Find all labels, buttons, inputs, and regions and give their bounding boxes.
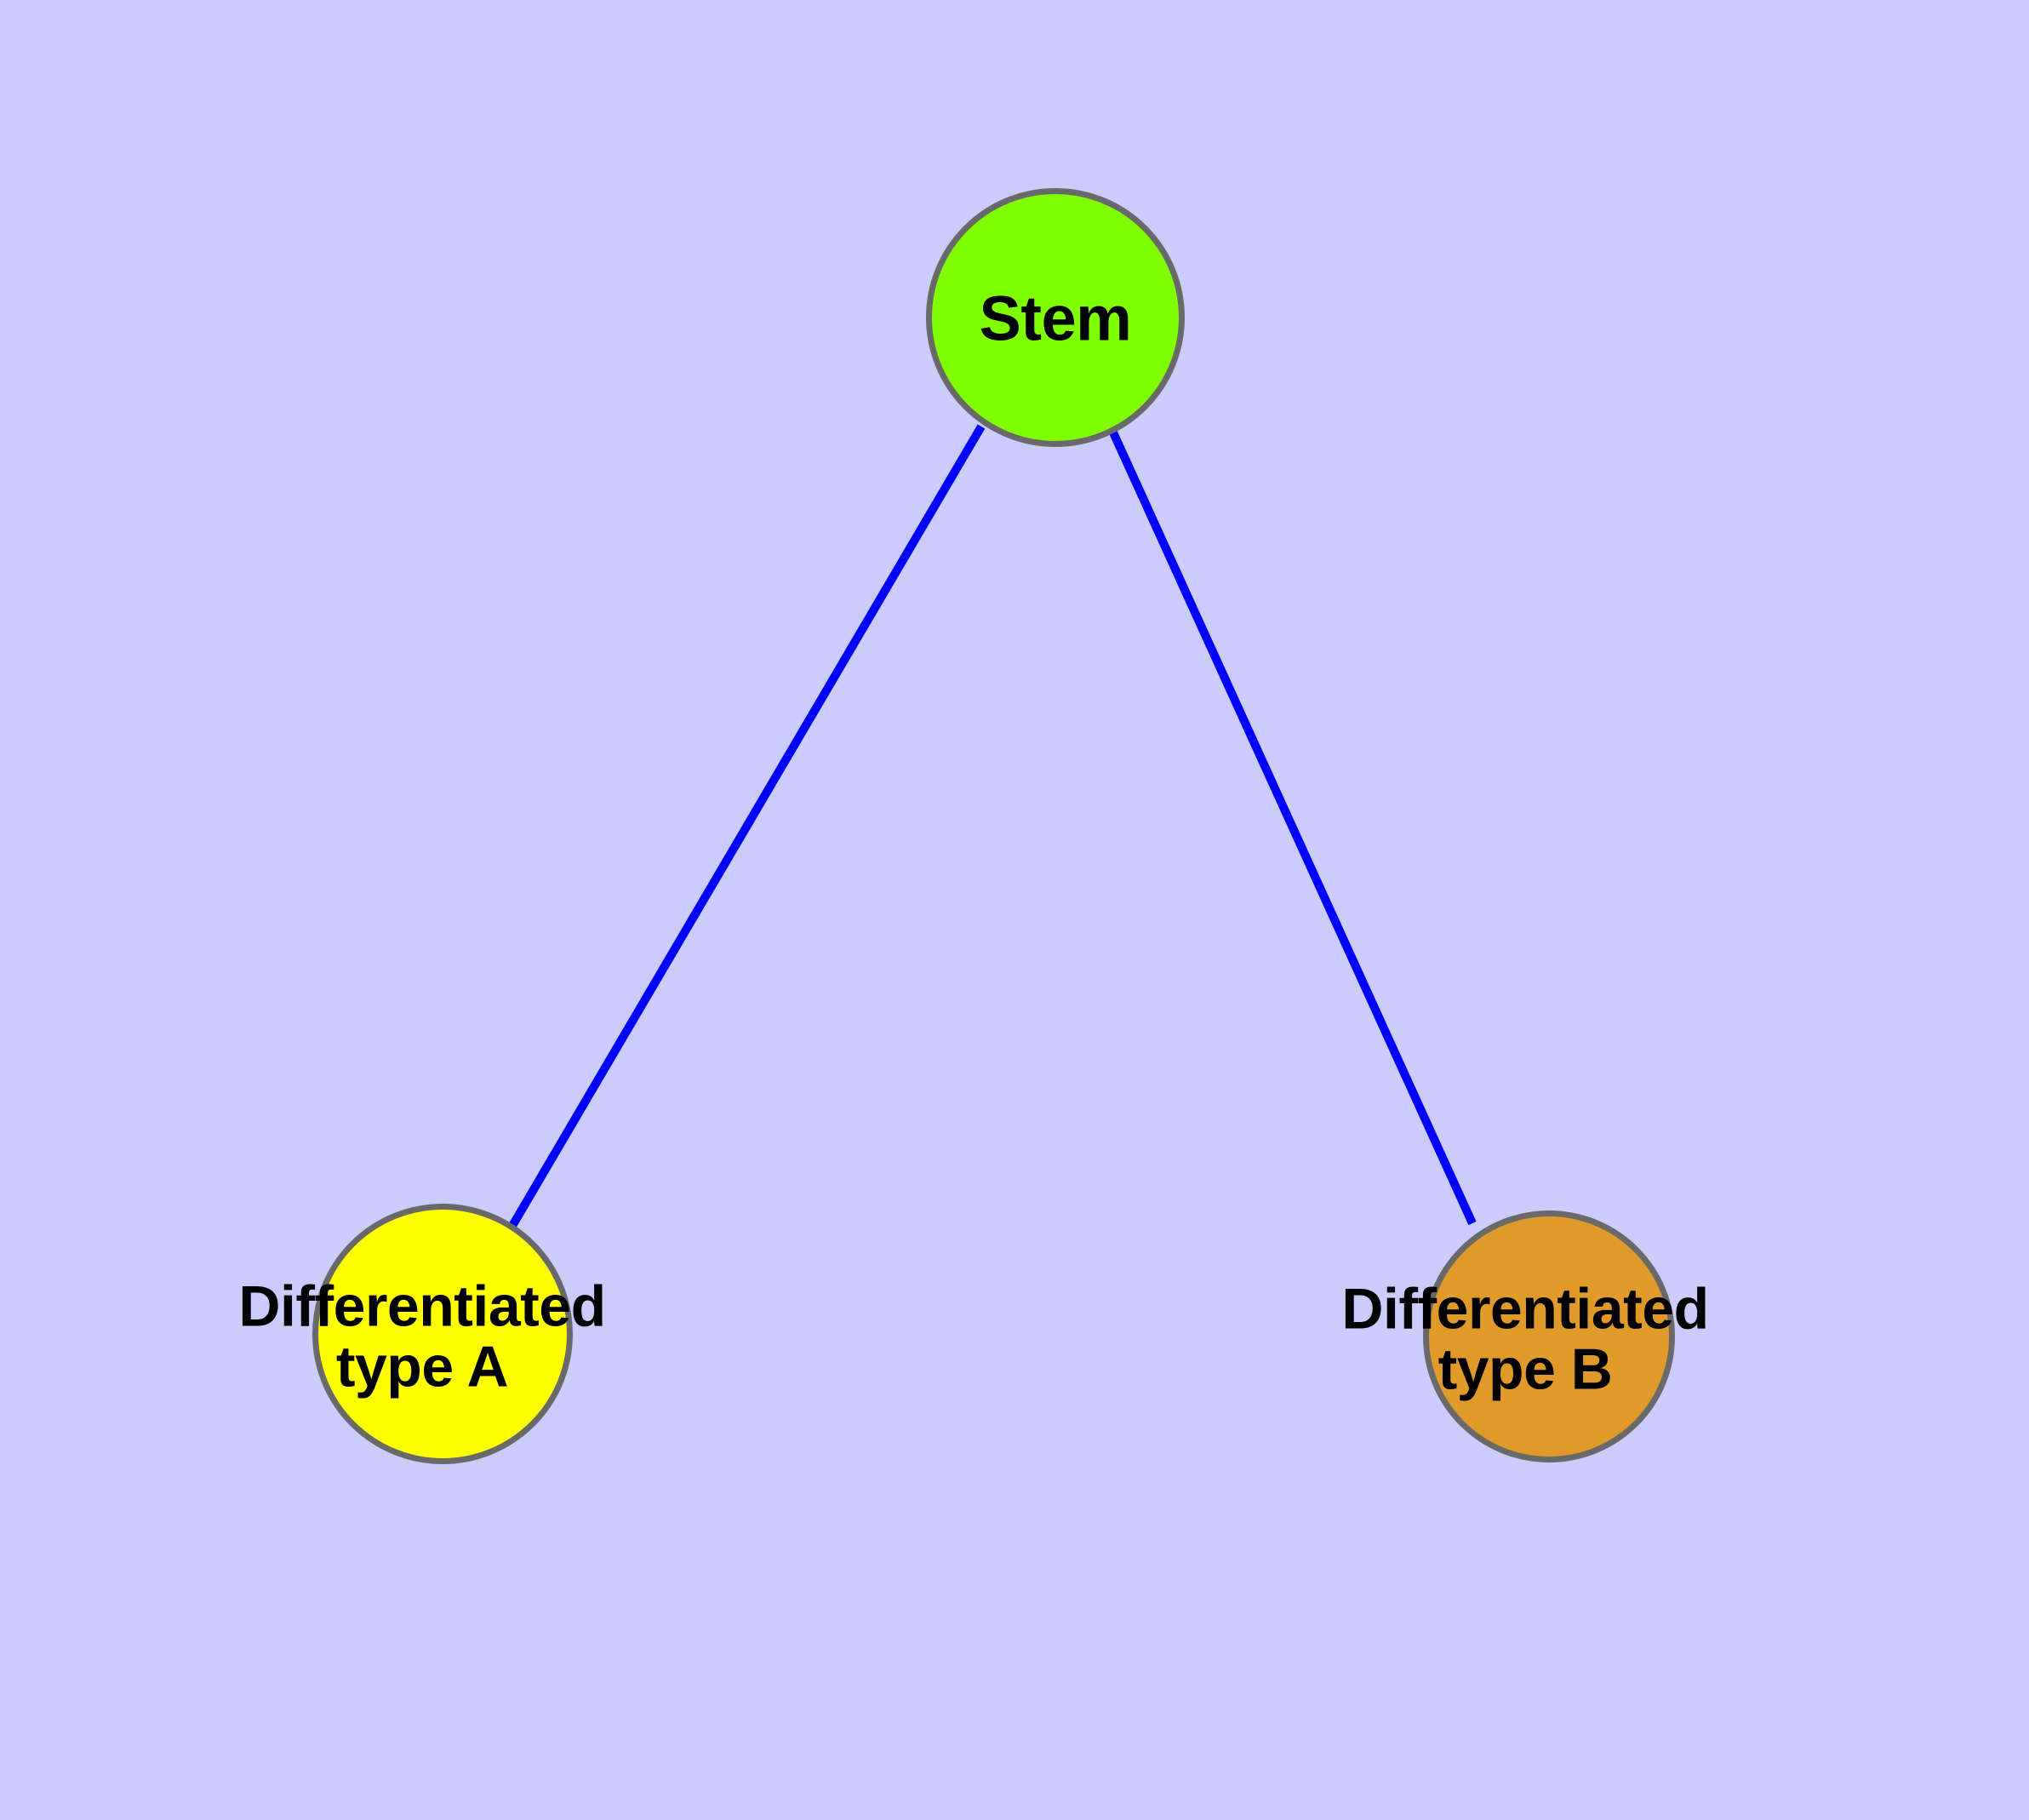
edge-stem-to-diff-b	[1109, 430, 1477, 1226]
node-stem[interactable]	[926, 188, 1185, 447]
node-differentiated-type-a[interactable]	[312, 1204, 573, 1464]
node-differentiated-type-b[interactable]	[1423, 1210, 1675, 1462]
edge-stem-to-diff-a	[508, 424, 986, 1228]
